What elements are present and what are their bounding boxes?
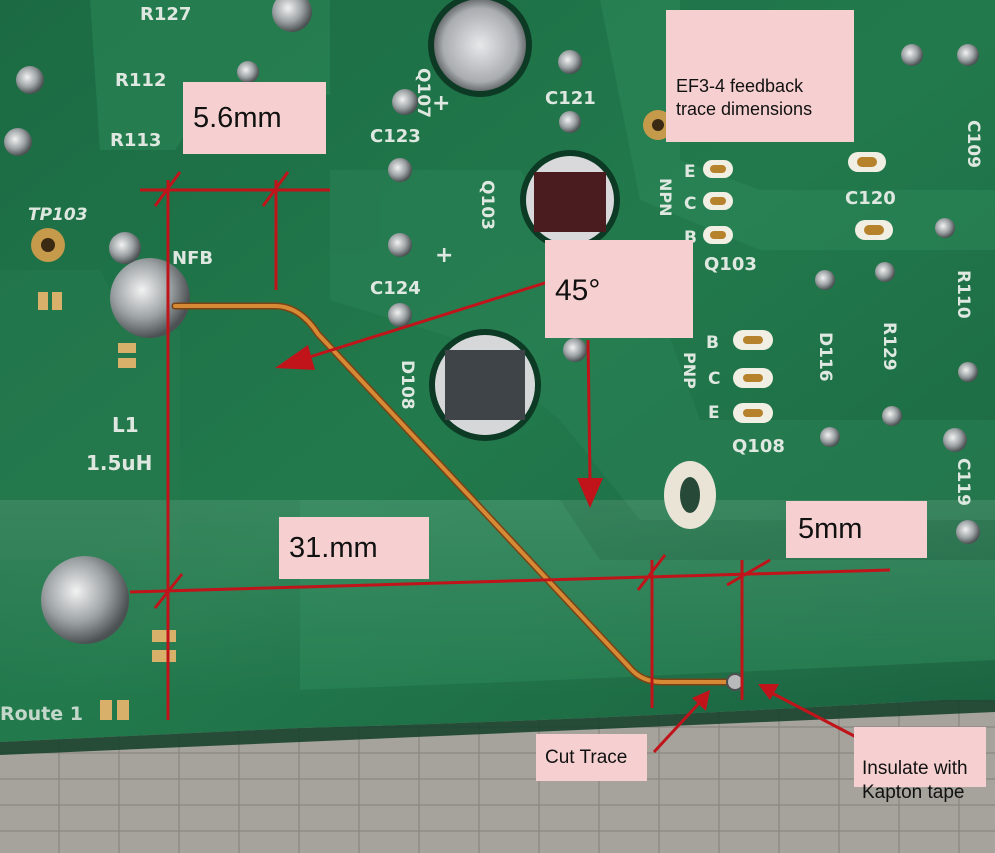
silk-q107: Q107 (413, 68, 433, 118)
silk-c120: C120 (845, 188, 896, 209)
silk-plus1: + (432, 91, 450, 116)
silk-q103v: Q103 (477, 180, 497, 230)
silk-d108: D108 (397, 360, 417, 410)
silk-r110: R110 (953, 270, 973, 319)
cut-trace-text: Cut Trace (545, 747, 628, 768)
gold-pads (31, 110, 893, 720)
dim-31mm-label: 31.mm (279, 517, 429, 579)
silk-d116: D116 (815, 332, 835, 382)
angle-label: 45° (545, 240, 693, 338)
dimension-lines (129, 171, 891, 754)
silk-route: Route 1 (0, 703, 83, 725)
insulate-text: Insulate with Kapton tape (862, 758, 968, 803)
cut-trace-label: Cut Trace (536, 734, 647, 781)
silk-b2: B (706, 333, 719, 353)
silk-tp103: TP103 (28, 205, 88, 225)
dim-5mm-text: 5mm (798, 513, 863, 545)
silk-pnp: PNP (680, 352, 699, 389)
silk-c2: C (708, 369, 720, 389)
silk-r113: R113 (110, 130, 161, 151)
silk-r129: R129 (879, 322, 899, 371)
silk-q103: Q103 (704, 254, 757, 275)
dim-5-6mm-text: 5.6mm (193, 102, 282, 134)
silk-r127: R127 (140, 4, 191, 25)
silk-c123: C123 (370, 126, 421, 147)
insulate-label: Insulate with Kapton tape (854, 727, 986, 803)
solder-joints (4, 0, 980, 644)
silk-c1: C (684, 194, 696, 214)
silk-npn: NPN (656, 178, 675, 217)
silk-c121: C121 (545, 88, 596, 109)
silk-nfb: NFB (172, 248, 213, 269)
title-annotation: EF3-4 feedback trace dimensions (666, 10, 854, 142)
silkscreen: R127 R112 R113 TP103 NFB Q107 C121 + C12… (0, 4, 983, 725)
silk-l1: L1 (112, 413, 139, 437)
silk-l1-val: 1.5uH (86, 451, 152, 475)
dim-31mm-text: 31.mm (289, 532, 378, 564)
silk-c124: C124 (370, 278, 421, 299)
silk-c109: C109 (963, 120, 983, 168)
angle-text: 45° (555, 274, 601, 307)
dim-5-6mm-label: 5.6mm (183, 82, 326, 154)
silk-plus2: + (435, 243, 453, 268)
title-annotation-text: EF3-4 feedback trace dimensions (676, 76, 813, 119)
silk-e1: E (684, 162, 696, 182)
silk-e2: E (708, 403, 720, 423)
silk-r112: R112 (115, 70, 166, 91)
silk-q108: Q108 (732, 436, 785, 457)
silk-c119: C119 (953, 458, 973, 506)
dim-5mm-label: 5mm (786, 501, 927, 558)
